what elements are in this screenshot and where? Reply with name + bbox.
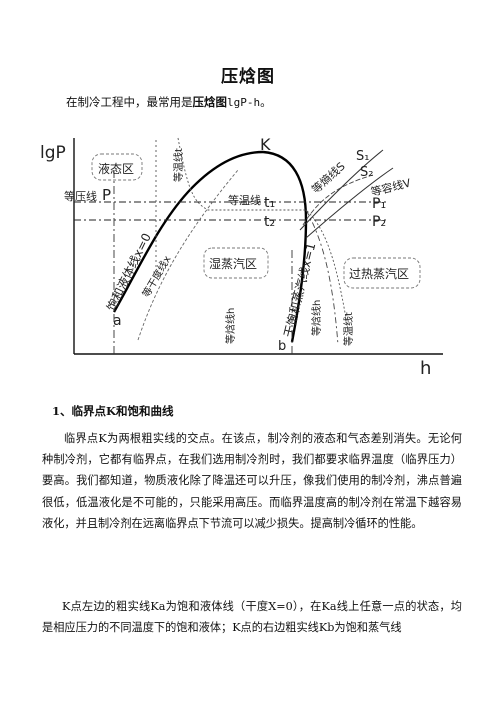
section-paragraph-2: K点左边的粗实线Ka为饱和液体线（干度X=0），在Ka线上任意一点的状态，均是相… — [42, 600, 462, 635]
saturated-liquid-line — [112, 150, 264, 313]
liquid-region-label: 液态区 — [98, 161, 134, 176]
point-b-label: b — [278, 339, 286, 354]
isotherm-bottom-label: 等温线t — [342, 312, 355, 346]
wet-region-box — [203, 247, 269, 279]
isenthalpic-label-2: 等焓线h — [310, 300, 323, 336]
isobar-label: 等压线 — [64, 189, 97, 203]
s2-label: S₂ — [360, 165, 373, 180]
t1-label: t₁ — [264, 195, 275, 211]
p2-label: P₂ — [372, 214, 386, 230]
isotherm-superheat — [305, 209, 339, 346]
intro-mono: lgP-h — [227, 96, 261, 109]
y-axis-label: lgP — [40, 143, 66, 163]
point-a-label: a — [113, 313, 122, 329]
critical-point-label: K — [260, 135, 271, 154]
intro-bold: 压焓图 — [192, 95, 228, 109]
isochoric-line — [302, 174, 374, 226]
isentropic-s2 — [305, 167, 394, 239]
pressure-enthalpy-diagram: lgP h K 液态区 湿蒸汽区 过热蒸汽区 等压线 P 等温线t 等温线 t₁… — [40, 135, 443, 379]
section-heading: 1、临界点K和饱和曲线 — [52, 404, 174, 418]
isotherm-label: 等温线 — [228, 193, 261, 207]
s1-label: S₁ — [356, 149, 369, 164]
isotherm-left-label: 等温线t — [172, 148, 185, 182]
wet-region-label: 湿蒸汽区 — [209, 256, 257, 271]
isobar-p-label: P — [102, 186, 111, 204]
superheat-region-label: 过热蒸汽区 — [349, 266, 409, 281]
intro-text: 在制冷工程中，最常用是压焓图lgP-h。 — [66, 94, 272, 110]
t2-label: t₂ — [264, 214, 275, 230]
superheat-region-box — [343, 257, 421, 289]
isentropic-s1 — [299, 149, 384, 231]
p1-label: P₁ — [372, 196, 386, 212]
dryness-line — [137, 169, 239, 341]
section-paragraph-1: 临界点K为两根粗实线的交点。在该点，制冷剂的液态和气态差别消失。无论何种制冷剂，… — [42, 432, 462, 530]
page-title: 压焓图 — [221, 67, 275, 87]
isenthalpic-label: 等焓线h — [224, 308, 237, 344]
intro-prefix: 在制冷工程中，最常用是 — [66, 95, 193, 109]
sat-liquid-label: 饱和液体线x=0 — [103, 231, 154, 314]
liquid-region-box — [91, 153, 143, 181]
isentropic-label: 等熵线S — [309, 159, 348, 196]
intro-end: 。 — [260, 95, 272, 109]
x-axis-label: h — [420, 358, 431, 379]
